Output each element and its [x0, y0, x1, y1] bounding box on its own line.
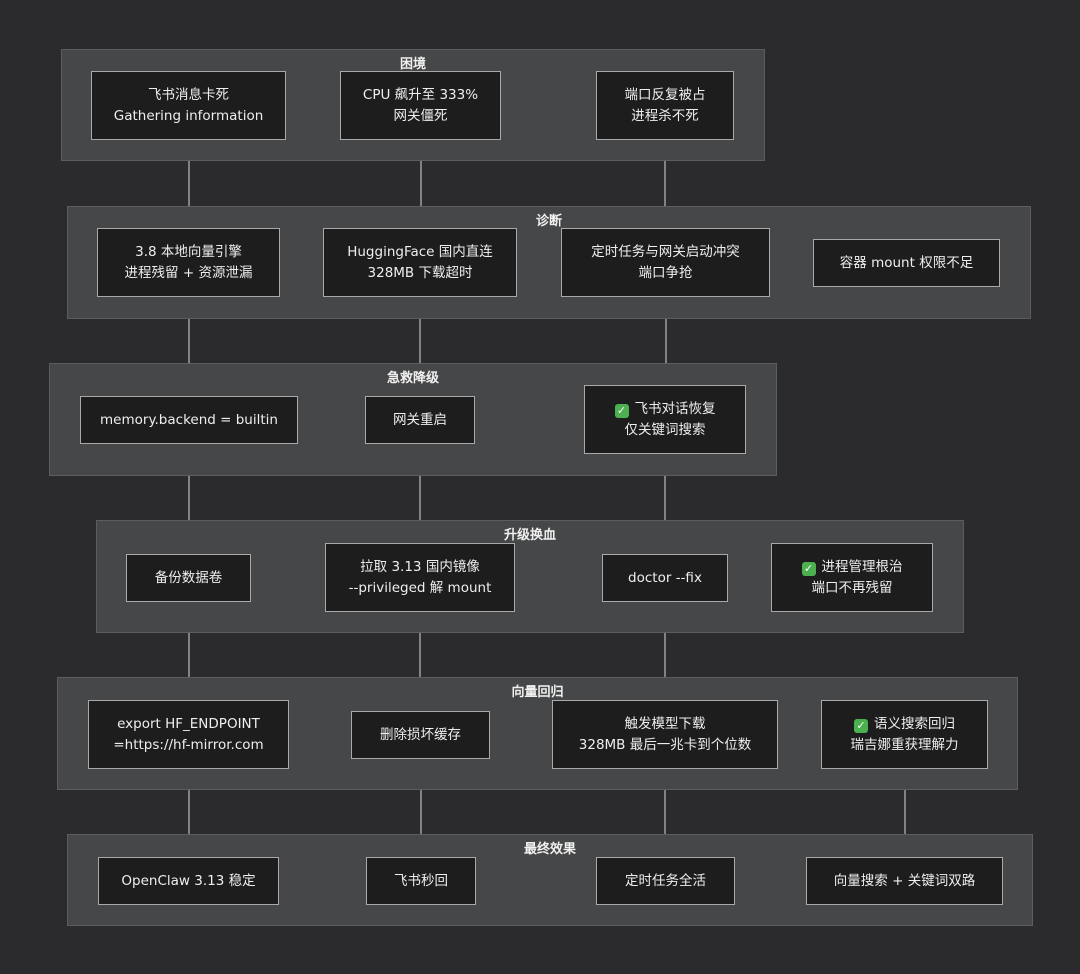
node-delete-cache: 删除损坏缓存: [351, 711, 490, 759]
node-memory-backend: memory.backend = builtin: [80, 396, 298, 444]
node-line: 定时任务与网关启动冲突: [591, 243, 740, 260]
node-line: 拉取 3.13 国内镜像: [360, 558, 480, 575]
group-title-upgrade: 升级换血: [503, 528, 556, 543]
node-line: 328MB 下载超时: [367, 264, 473, 281]
node-line: 触发模型下载: [624, 715, 706, 732]
node-line: export HF_ENDPOINT: [117, 715, 260, 732]
node-model-download: 触发模型下载 328MB 最后一兆卡到个位数: [552, 700, 778, 769]
node-pull-mirror-image: 拉取 3.13 国内镜像 --privileged 解 mount: [325, 543, 515, 612]
node-doctor-fix: doctor --fix: [602, 554, 728, 602]
node-dual-search: 向量搜索 + 关键词双路: [806, 857, 1003, 905]
node-line: 进程杀不死: [631, 107, 699, 124]
node-line: ✓ 进程管理根治: [801, 557, 903, 578]
node-line: --privileged 解 mount: [348, 579, 492, 596]
node-line: 仅关键词搜索: [624, 421, 706, 438]
check-icon: ✓: [854, 718, 868, 733]
node-line: 端口争抢: [638, 264, 693, 281]
node-line: 飞书消息卡死: [148, 86, 229, 103]
group-title-diagnosis: 诊断: [535, 214, 562, 229]
node-line: 飞书秒回: [394, 872, 448, 889]
node-line: 328MB 最后一兆卡到个位数: [578, 736, 752, 753]
node-text: 语义搜索回归: [874, 715, 955, 732]
node-huggingface-direct: HuggingFace 国内直连 328MB 下载超时: [323, 228, 517, 297]
node-gateway-restart: 网关重启: [365, 396, 475, 444]
node-line: 瑞吉娜重获理解力: [850, 736, 959, 753]
node-semantic-search-return: ✓ 语义搜索回归 瑞吉娜重获理解力: [821, 700, 988, 769]
node-text: 进程管理根治: [821, 558, 903, 575]
node-line: 3.8 本地向量引擎: [135, 243, 242, 260]
node-line: OpenClaw 3.13 稳定: [121, 872, 256, 889]
node-cron-conflict: 定时任务与网关启动冲突 端口争抢: [561, 228, 770, 297]
node-line: doctor --fix: [628, 569, 702, 586]
node-line: 向量搜索 + 关键词双路: [833, 872, 976, 889]
node-line: 进程残留 + 资源泄漏: [124, 264, 253, 281]
node-line: memory.backend = builtin: [100, 411, 278, 428]
node-line: 备份数据卷: [154, 569, 223, 586]
node-line: Gathering information: [113, 107, 264, 124]
node-line: =https://hf-mirror.com: [113, 736, 264, 753]
node-line: 删除损坏缓存: [380, 726, 461, 743]
node-line: 端口不再残留: [811, 579, 893, 596]
node-line: 网关重启: [393, 411, 447, 428]
node-line: CPU 飙升至 333%: [362, 86, 479, 103]
node-openclaw-stable: OpenClaw 3.13 稳定: [98, 857, 279, 905]
node-mount-permission: 容器 mount 权限不足: [813, 239, 1000, 287]
check-icon: ✓: [614, 403, 629, 418]
node-process-management: ✓ 进程管理根治 端口不再残留: [771, 543, 933, 612]
group-title-vector-return: 向量回归: [511, 685, 564, 700]
group-title-final-result: 最终效果: [523, 842, 576, 857]
node-feishu-instant: 飞书秒回: [366, 857, 476, 905]
node-backup-volume: 备份数据卷: [126, 554, 251, 602]
group-title-dilemma: 困境: [399, 57, 426, 72]
node-cpu-spike: CPU 飙升至 333% 网关僵死: [340, 71, 501, 140]
node-line: 定时任务全活: [625, 872, 706, 889]
node-feishu-stuck: 飞书消息卡死 Gathering information: [91, 71, 286, 140]
node-line: 容器 mount 权限不足: [839, 254, 974, 271]
node-line: 端口反复被占: [624, 86, 706, 103]
node-cron-alive: 定时任务全活: [596, 857, 735, 905]
node-feishu-recovered: ✓ 飞书对话恢复 仅关键词搜索: [584, 385, 746, 454]
node-text: 飞书对话恢复: [634, 400, 716, 417]
node-line: ✓ 飞书对话恢复: [614, 399, 716, 420]
node-local-vector-engine: 3.8 本地向量引擎 进程残留 + 资源泄漏: [97, 228, 280, 297]
node-line: HuggingFace 国内直连: [347, 243, 493, 260]
node-line: 网关僵死: [393, 107, 448, 124]
node-hf-endpoint: export HF_ENDPOINT =https://hf-mirror.co…: [88, 700, 289, 769]
node-port-occupied: 端口反复被占 进程杀不死: [596, 71, 734, 140]
check-icon: ✓: [801, 561, 816, 576]
node-line: ✓ 语义搜索回归: [854, 714, 955, 735]
group-title-emergency: 急救降级: [386, 371, 439, 386]
